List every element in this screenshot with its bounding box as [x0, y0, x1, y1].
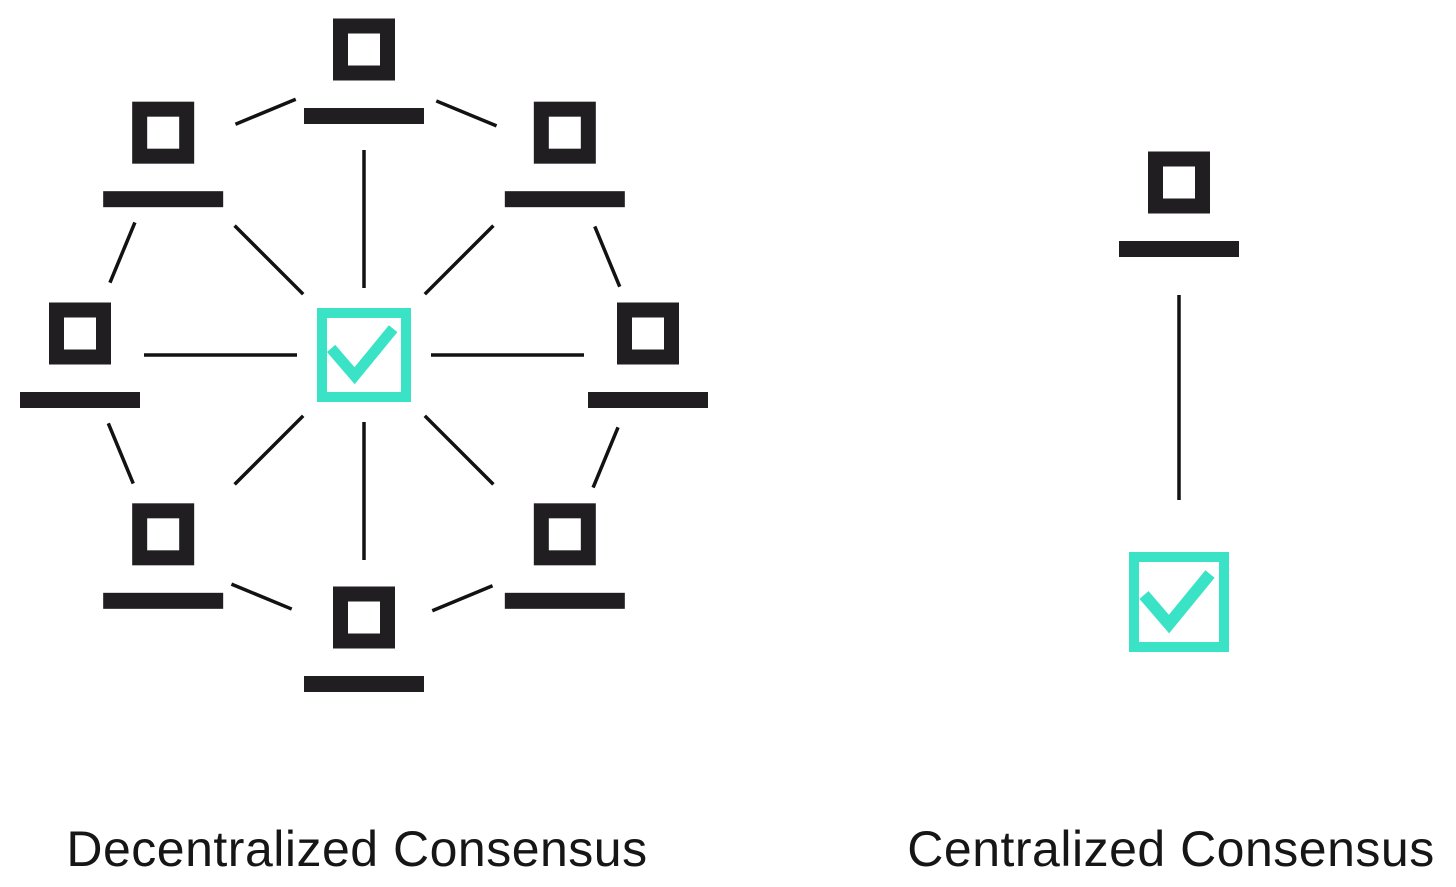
- computer-screen: [132, 503, 195, 566]
- computer-icon: [20, 302, 140, 408]
- node-to-node-connector: [435, 99, 498, 128]
- node-to-node-connector: [593, 225, 622, 288]
- computer-icon: [304, 586, 424, 692]
- computer-icon: [1119, 151, 1239, 257]
- computer-screen: [533, 101, 596, 164]
- decentralized-consensus-label: Decentralized Consensus: [66, 821, 648, 877]
- computer-base: [588, 392, 708, 408]
- center-to-node-connector: [233, 414, 305, 486]
- checkbox-frame: [1129, 552, 1229, 652]
- computer-screen: [132, 101, 195, 164]
- computer-base: [1119, 241, 1239, 257]
- center-to-node-connector: [423, 224, 495, 296]
- computer-base: [504, 592, 625, 609]
- computer-base: [103, 191, 224, 208]
- node-to-node-connector: [108, 221, 137, 284]
- node-to-node-connector: [431, 584, 494, 613]
- computer-icon: [588, 302, 708, 408]
- checkbox-checked-icon: [317, 308, 411, 402]
- computer-screen: [333, 18, 395, 81]
- node-to-node-connector: [106, 422, 135, 485]
- computer-base: [103, 592, 224, 609]
- node-to-node-connector: [234, 97, 297, 126]
- computer-base: [20, 392, 140, 408]
- computer-screen: [533, 503, 596, 566]
- centralized-consensus-label: Centralized Consensus: [907, 821, 1435, 877]
- computer-screen: [49, 302, 111, 365]
- computer-icon: [304, 18, 424, 124]
- computer-screen: [617, 302, 679, 365]
- center-to-node-connector: [423, 414, 495, 486]
- center-to-node-connector: [233, 224, 305, 296]
- computer-screen: [1148, 151, 1210, 214]
- computer-base: [504, 191, 625, 208]
- node-to-node-connector: [230, 582, 293, 611]
- computer-icon: [504, 503, 625, 609]
- node-to-node-connector: [591, 426, 620, 489]
- checkmark: [326, 325, 398, 385]
- computer-icon: [103, 503, 224, 609]
- checkbox-checked-icon: [1129, 552, 1229, 652]
- computer-base: [304, 676, 424, 692]
- computer-base: [304, 108, 424, 124]
- checkmark: [1139, 570, 1215, 634]
- computer-icon: [504, 101, 625, 208]
- computer-icon: [103, 101, 224, 208]
- computer-screen: [333, 586, 395, 649]
